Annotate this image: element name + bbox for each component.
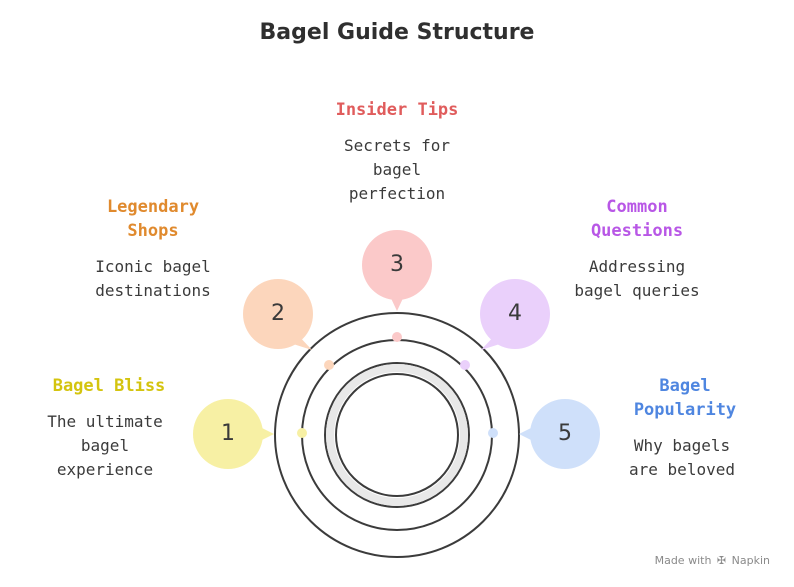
bubble-2 <box>243 279 313 350</box>
heading-insider-tips: Insider Tips <box>335 100 459 120</box>
ring-dot-1 <box>297 428 307 438</box>
footer-brand: Napkin <box>731 554 770 567</box>
heading-legendary-shops: Legendary Shops <box>106 197 200 241</box>
step-number-5: 5 <box>558 421 572 446</box>
bubble-1 <box>193 399 274 469</box>
ring-dot-4 <box>460 360 470 370</box>
description-legendary-shops: Iconic bagel destinations <box>95 257 211 300</box>
made-with-napkin-badge: Made with ✠ Napkin <box>655 554 770 567</box>
outer-ring <box>274 312 520 558</box>
center-circle <box>335 373 459 497</box>
ring-dot-3 <box>392 332 402 342</box>
diagram-title: Bagel Guide Structure <box>259 20 535 45</box>
description-bagel-bliss: The ultimate bagel experience <box>47 412 163 479</box>
step-number-1: 1 <box>221 421 235 446</box>
bubble-5 <box>519 399 600 469</box>
description-common-questions: Addressing bagel queries <box>574 257 700 300</box>
step-number-4: 4 <box>508 301 522 326</box>
bubble-3 <box>362 230 432 311</box>
heading-bagel-popularity: Bagel Popularity <box>633 376 737 420</box>
ring-dot-2 <box>324 360 334 370</box>
step-number-3: 3 <box>390 252 404 277</box>
bubble-4 <box>480 279 550 350</box>
step-number-2: 2 <box>271 301 285 326</box>
napkin-logo-icon: ✠ <box>716 554 727 567</box>
heading-common-questions: Common Questions <box>590 197 684 241</box>
heading-bagel-bliss: Bagel Bliss <box>52 376 166 396</box>
description-insider-tips: Secrets for bagel perfection <box>344 136 450 203</box>
ring-dot-5 <box>488 428 498 438</box>
inner-ring-outline <box>324 362 470 508</box>
description-bagel-popularity: Why bagels are beloved <box>629 436 735 479</box>
inner-ring-band <box>326 364 468 506</box>
footer-prefix: Made with <box>654 554 712 567</box>
